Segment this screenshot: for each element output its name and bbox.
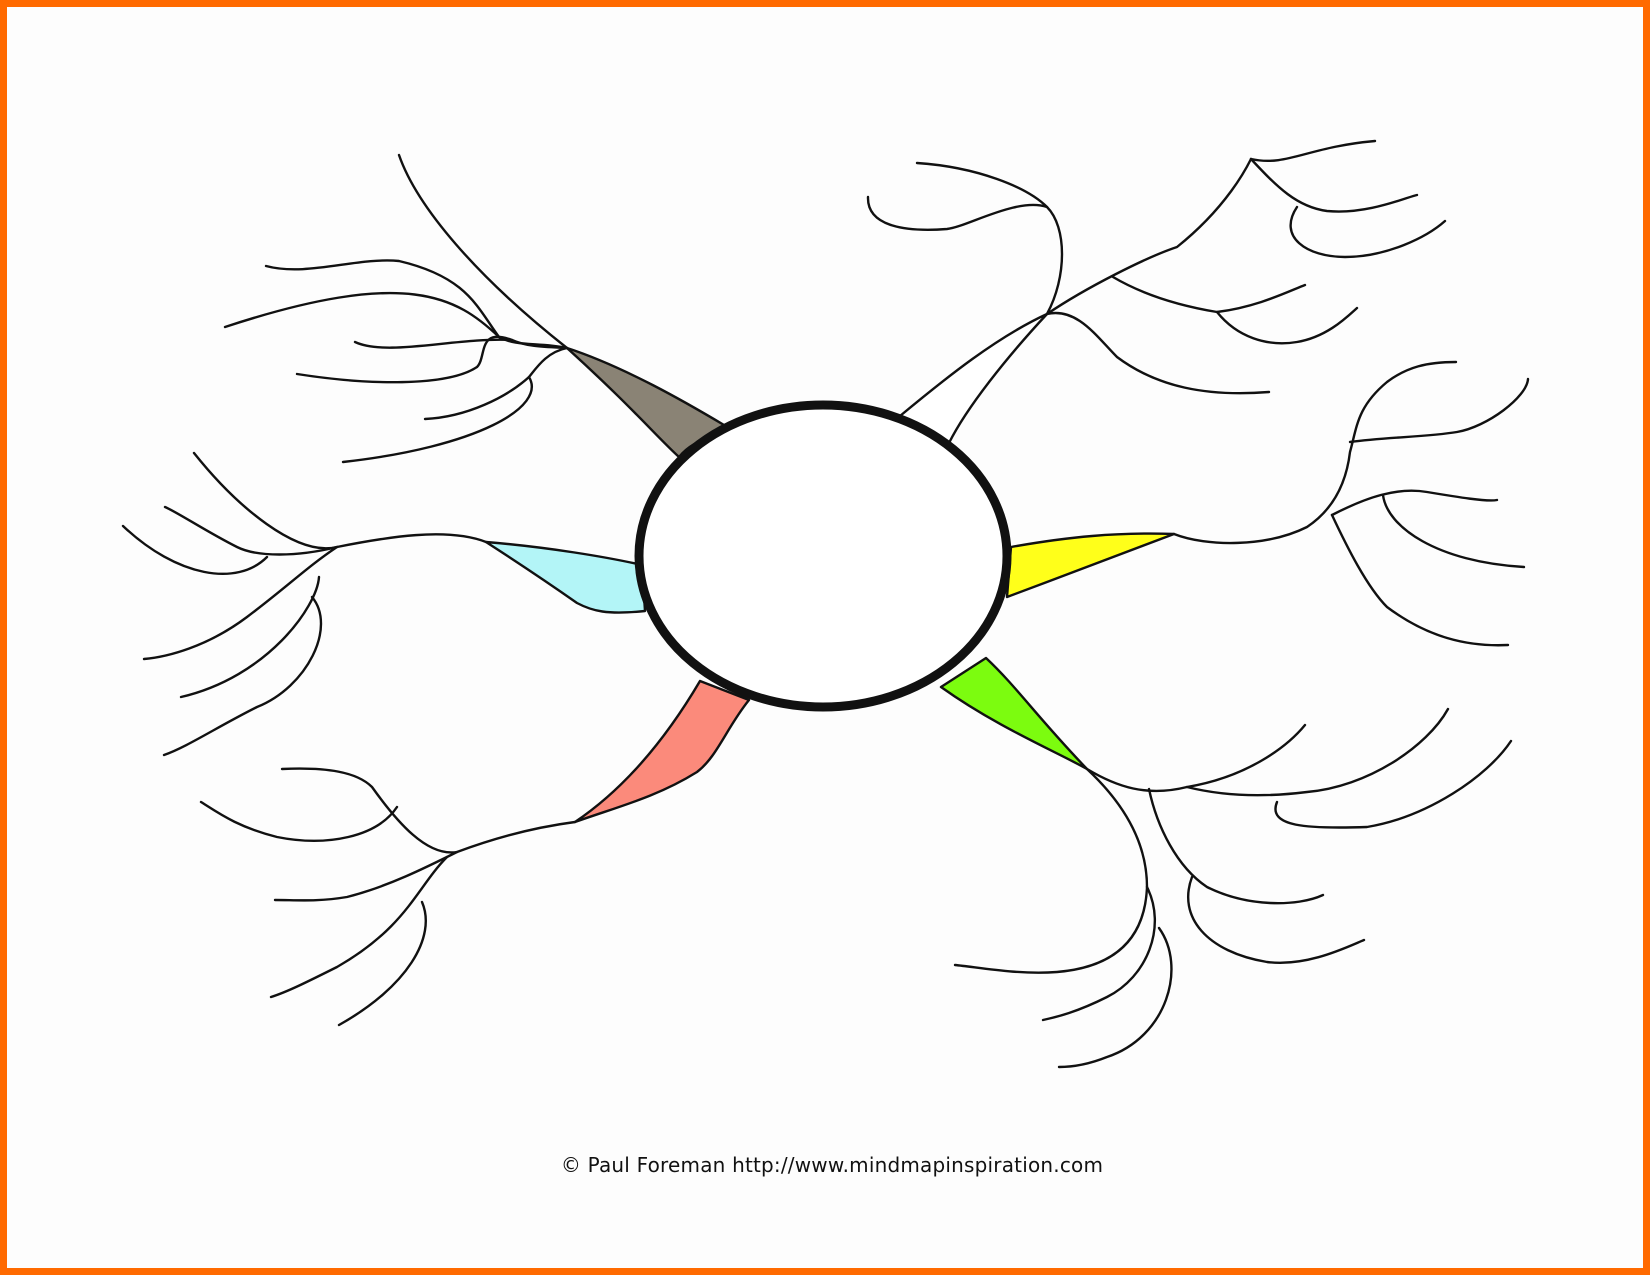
sub-branch-line <box>1381 493 1526 569</box>
sub-branch-line <box>1045 157 1253 316</box>
sub-branch-line <box>1172 360 1458 545</box>
sub-branch-line <box>1187 875 1366 964</box>
sub-branch-line <box>341 375 533 464</box>
sub-branch-line <box>397 153 569 350</box>
sub-branch-line <box>353 338 569 350</box>
sub-branch-line <box>915 161 1064 316</box>
branch-left <box>121 451 647 757</box>
sub-branch-line <box>163 505 339 556</box>
sub-branch-line <box>1330 489 1499 517</box>
main-branch-right <box>1005 532 1176 599</box>
sub-branch-line <box>264 259 569 350</box>
sub-branch-line <box>1185 707 1450 797</box>
sub-branch-line <box>192 451 488 550</box>
sub-branch-line <box>337 900 427 1027</box>
sub-branch-line <box>1111 275 1307 314</box>
main-branch-left <box>484 540 647 614</box>
sub-branch-line <box>1085 723 1307 793</box>
sub-branch-line <box>273 850 459 902</box>
sub-branch-line <box>1147 787 1325 905</box>
sub-branch-line <box>1249 157 1419 213</box>
sub-branch-line <box>1348 377 1530 444</box>
sub-branch-line <box>179 575 321 699</box>
branch-lower-left <box>199 679 751 1027</box>
sub-branch-line <box>269 855 449 999</box>
sub-branch-line <box>142 545 339 661</box>
sub-branch-line <box>1057 926 1173 1069</box>
sub-branch-line <box>1274 739 1513 829</box>
sub-branch-line <box>1330 513 1510 647</box>
branch-upper-left <box>223 153 726 464</box>
main-branch-lower-left <box>573 679 751 824</box>
sub-branch-line <box>423 346 569 421</box>
sub-branch-line <box>280 767 577 854</box>
main-branch-lower-right <box>939 656 1089 771</box>
sub-branch-line <box>162 595 323 757</box>
branch-right <box>1005 360 1530 647</box>
sub-branch-line <box>1045 311 1271 395</box>
sub-branch-line <box>1215 306 1359 345</box>
central-topic-ellipse[interactable] <box>634 400 1012 712</box>
sub-branch-line <box>1041 885 1157 1022</box>
sub-branch-line <box>199 800 399 842</box>
mind-map-diagram <box>121 139 1530 1069</box>
sub-branch-line <box>295 335 514 384</box>
copyright-notice: © Paul Foreman http://www.mindmapinspira… <box>560 1153 1104 1177</box>
sub-branch-line <box>1289 205 1447 259</box>
branch-upper-right <box>866 139 1447 445</box>
sub-branch-line <box>953 767 1149 974</box>
sub-branch-line <box>866 195 1049 231</box>
sub-branch-line <box>121 524 269 575</box>
branch-lower-right <box>939 656 1513 1069</box>
sub-branch-line <box>1249 139 1377 163</box>
sub-branch-line <box>223 291 501 339</box>
